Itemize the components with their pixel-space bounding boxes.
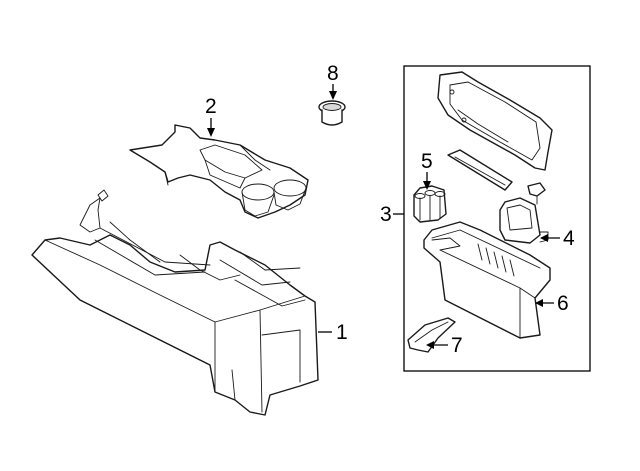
callout-8: 8 — [327, 62, 339, 85]
hinge-strip — [447, 149, 513, 191]
arrowhead-4 — [540, 234, 548, 242]
callout-4: 4 — [563, 227, 575, 250]
callout-1: 1 — [336, 321, 348, 344]
plug-cap — [318, 100, 346, 126]
clip-bracket — [407, 317, 456, 353]
callout-5: 5 — [421, 150, 433, 173]
arrowhead-6 — [535, 299, 543, 307]
assembly-frame — [403, 65, 591, 372]
storage-bin — [423, 221, 551, 339]
arrowhead-7 — [426, 341, 434, 349]
console-top-panel — [129, 124, 309, 219]
callout-2: 2 — [205, 95, 217, 118]
latch-clip — [527, 182, 546, 205]
arrowhead-8 — [329, 91, 337, 100]
console-lid — [437, 71, 553, 171]
cup-holder-inserts — [413, 185, 447, 223]
callout-7: 7 — [451, 334, 463, 357]
callout-6: 6 — [557, 292, 569, 315]
arrowhead-2 — [207, 128, 215, 137]
small-bin — [499, 197, 549, 244]
callout-3: 3 — [380, 203, 392, 226]
arrowhead-5 — [423, 181, 431, 190]
console-body — [31, 189, 319, 416]
